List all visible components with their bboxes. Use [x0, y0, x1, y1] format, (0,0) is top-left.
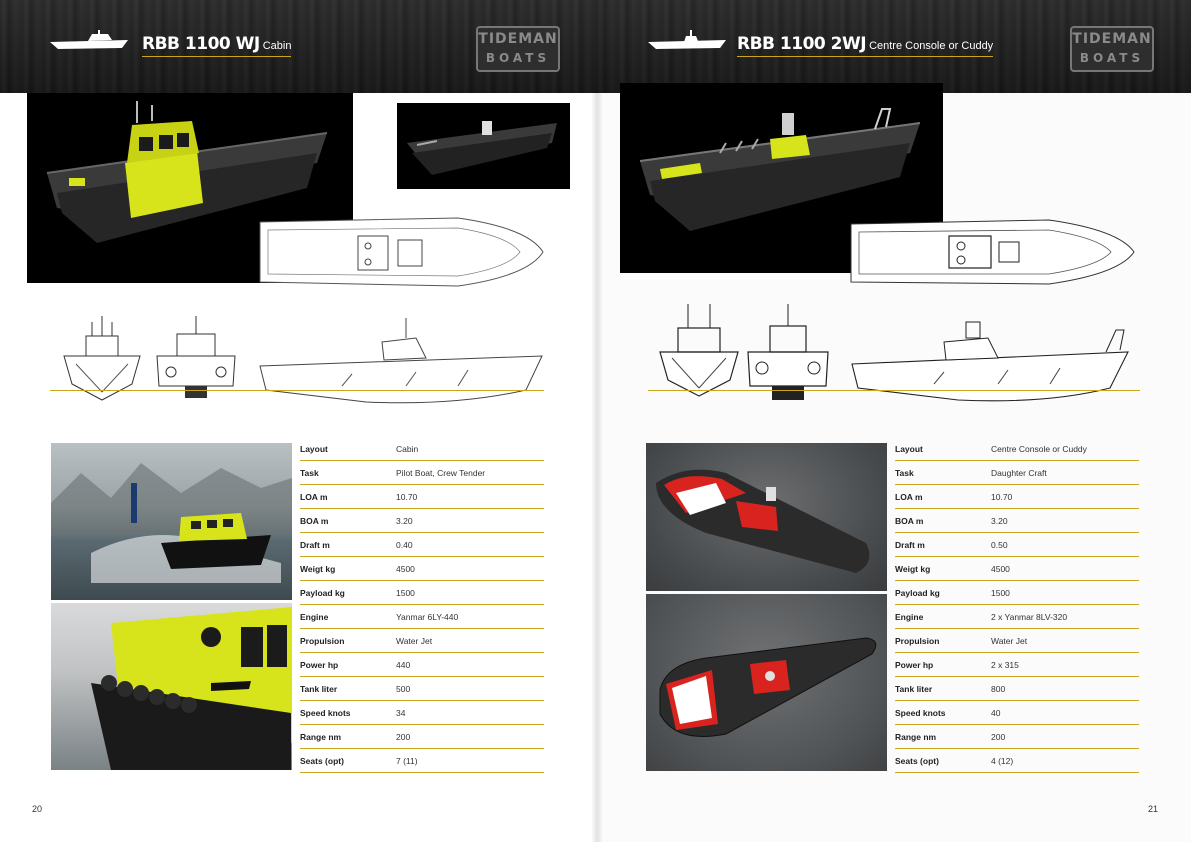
- side-profile-drawing: [851, 321, 1129, 402]
- boat-silhouette-icon: [50, 30, 128, 49]
- model-name: RBB 1100 WJ: [142, 34, 260, 54]
- tideman-boats-logo: TIDEMAN BOATS: [476, 26, 560, 72]
- hull-render-small: [397, 103, 570, 189]
- front-view-drawing: [659, 304, 739, 397]
- photo-pilot-boat-closeup: [51, 603, 292, 770]
- render-console-top-angle: [646, 443, 887, 591]
- page-number: 20: [32, 804, 43, 814]
- side-profile-drawing: [259, 318, 543, 404]
- book-spine-shadow: [592, 0, 602, 842]
- model-variant: Centre Console or Cuddy: [869, 40, 994, 52]
- tideman-boats-logo: TIDEMAN BOATS: [1070, 26, 1154, 72]
- waterline-divider: [648, 390, 1140, 391]
- plan-view-drawing: [850, 219, 1135, 285]
- plan-view-drawing: [259, 217, 544, 287]
- spec-row: Seats (opt)4 (12): [895, 749, 1139, 773]
- boat-silhouette-icon: [648, 30, 726, 49]
- rear-view-drawing: [747, 304, 829, 400]
- render-console-top-down: [646, 594, 887, 771]
- rear-view-drawing: [156, 316, 236, 398]
- model-variant: Cabin: [262, 40, 292, 52]
- waterline-divider: [50, 390, 544, 391]
- photo-pilot-boat-action: [51, 443, 292, 600]
- spec-row: Seats (opt)7 (11): [300, 749, 544, 773]
- hero-render-cabin: [27, 93, 353, 283]
- page-number: 21: [1148, 804, 1159, 814]
- model-name: RBB 1100 2WJ: [737, 34, 867, 54]
- front-view-drawing: [63, 316, 141, 401]
